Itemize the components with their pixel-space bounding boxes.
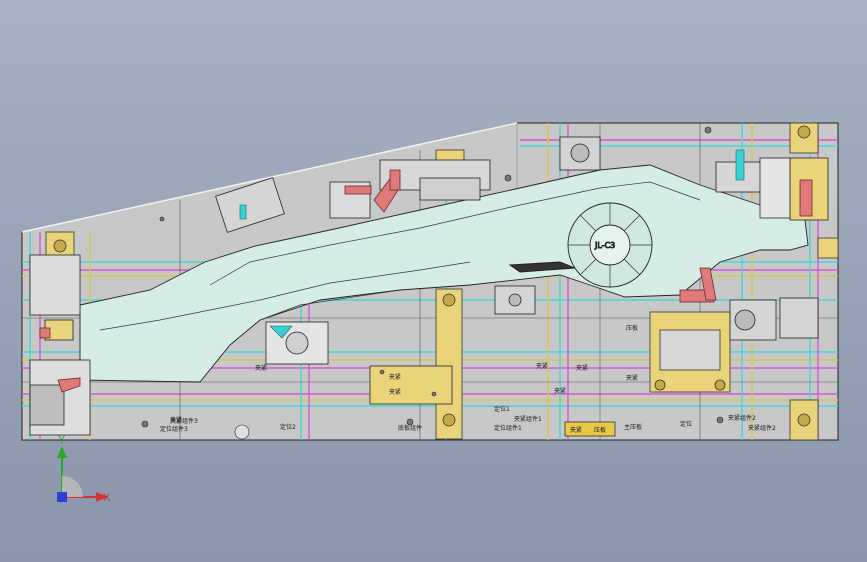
label-l13: 夹紧组件2: [728, 414, 756, 422]
label-l9: 夹紧: [389, 373, 401, 381]
cyan-parts: [239, 149, 745, 339]
bolt-holes: [141, 126, 724, 440]
tag-right: 压板: [594, 426, 606, 434]
label-l14: 夹紧组件2: [748, 424, 776, 432]
label-l19: 夹紧: [255, 364, 267, 372]
label-l6: 定位1: [494, 405, 510, 413]
info-tag: 夹紧 压板: [564, 421, 616, 437]
annotation-labels: 夹紧 夹紧组件3 定位组件3 定位2 底板组件 定位1 夹紧组件1 定位组件1 …: [160, 324, 776, 433]
triad-origin: [57, 492, 67, 502]
triad-y-label: Y: [58, 434, 66, 446]
label-l7: 夹紧组件1: [514, 415, 542, 423]
label-l1: 夹紧: [170, 416, 182, 424]
label-l4: 定位2: [280, 423, 296, 431]
label-l5: 底板组件: [398, 424, 422, 432]
label-l3: 定位组件3: [160, 425, 188, 433]
label-l11: 主压板: [624, 423, 642, 431]
label-l20: 夹紧: [554, 387, 566, 395]
triad-x-label: X: [103, 492, 111, 504]
label-l18: 夹紧: [626, 374, 638, 382]
hub-marking: JL-C3: [594, 241, 615, 250]
label-l2: 夹紧组件3: [170, 417, 198, 425]
tag-left: 夹紧: [570, 426, 582, 434]
workpiece-frame: JL-C3: [79, 164, 809, 383]
label-l17: 夹紧: [576, 364, 588, 372]
label-l16: 压板: [626, 324, 638, 332]
coordinate-triad: Y X: [57, 434, 111, 504]
clamp-arms: [39, 169, 813, 393]
label-l15: 夹紧: [536, 362, 548, 370]
label-l10: 夹紧: [389, 388, 401, 396]
label-l8: 定位组件1: [494, 424, 522, 432]
label-l12: 定位: [680, 420, 692, 428]
